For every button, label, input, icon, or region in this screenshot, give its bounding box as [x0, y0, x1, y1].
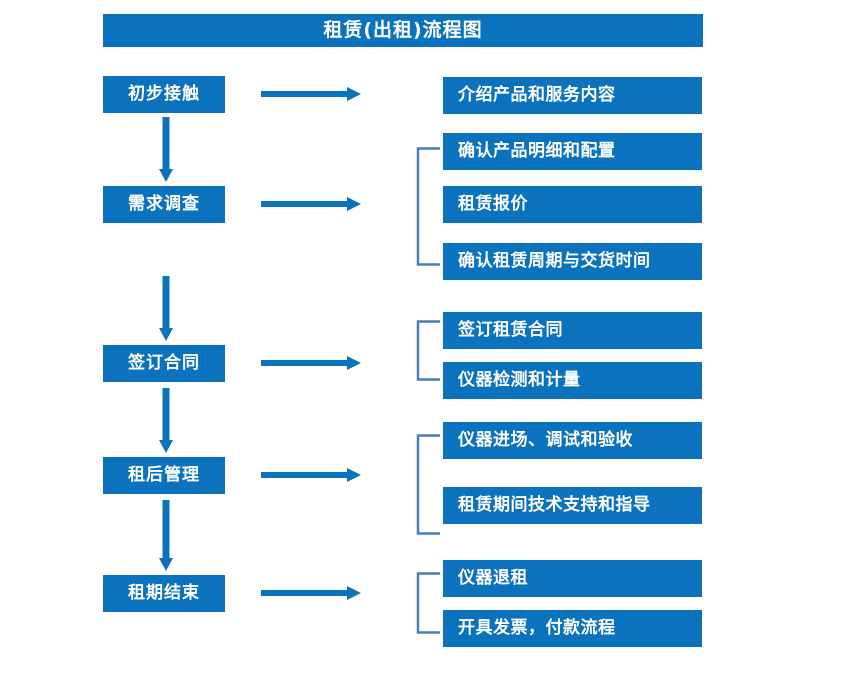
- detail-label: 租赁期间技术支持和指导: [458, 495, 651, 515]
- detail-box-5[interactable]: 签订租赁合同: [443, 312, 702, 349]
- detail-label: 签订租赁合同: [458, 320, 563, 340]
- detail-label: 仪器进场、调试和验收: [458, 430, 633, 450]
- detail-label: 确认租赁周期与交货时间: [458, 251, 651, 271]
- stage-box-3[interactable]: 签订合同: [103, 345, 225, 382]
- group-bracket-4: [416, 434, 442, 535]
- detail-label: 租赁报价: [458, 194, 528, 214]
- detail-box-10[interactable]: 开具发票，付款流程: [443, 610, 702, 647]
- stage-label: 租期结束: [128, 583, 200, 603]
- detail-box-1[interactable]: 介绍产品和服务内容: [443, 77, 702, 114]
- group-bracket-2: [416, 147, 442, 266]
- stage-label: 租后管理: [128, 465, 200, 485]
- right-arrow-icon-3: [261, 354, 362, 372]
- stage-box-2[interactable]: 需求调查: [103, 186, 225, 223]
- detail-box-2[interactable]: 确认产品明细和配置: [443, 133, 702, 170]
- stage-label: 签订合同: [128, 353, 200, 373]
- group-bracket-3: [416, 320, 442, 381]
- down-arrow-icon-1: [157, 117, 175, 183]
- detail-label: 介绍产品和服务内容: [458, 85, 616, 105]
- detail-label: 仪器检测和计量: [458, 370, 581, 390]
- detail-box-4[interactable]: 确认租赁周期与交货时间: [443, 243, 702, 280]
- right-arrow-icon-4: [261, 466, 362, 484]
- detail-box-3[interactable]: 租赁报价: [443, 186, 702, 223]
- right-arrow-icon-1: [261, 85, 362, 103]
- stage-label: 需求调查: [128, 194, 200, 214]
- down-arrow-icon-3: [157, 388, 175, 454]
- detail-box-8[interactable]: 租赁期间技术支持和指导: [443, 487, 702, 524]
- right-arrow-icon-5: [261, 584, 362, 602]
- detail-label: 开具发票，付款流程: [458, 618, 616, 638]
- detail-box-9[interactable]: 仪器退租: [443, 560, 702, 597]
- stage-box-4[interactable]: 租后管理: [103, 457, 225, 494]
- group-bracket-5: [416, 572, 442, 634]
- detail-label: 仪器退租: [458, 568, 528, 588]
- down-arrow-icon-2: [157, 276, 175, 342]
- detail-label: 确认产品明细和配置: [458, 141, 616, 161]
- detail-box-7[interactable]: 仪器进场、调试和验收: [443, 422, 702, 459]
- stage-box-5[interactable]: 租期结束: [103, 575, 225, 612]
- down-arrow-icon-4: [157, 500, 175, 572]
- detail-box-6[interactable]: 仪器检测和计量: [443, 362, 702, 399]
- page-title: 租赁(出租)流程图: [103, 14, 703, 47]
- right-arrow-icon-2: [261, 195, 362, 213]
- stage-box-1[interactable]: 初步接触: [103, 76, 225, 113]
- stage-label: 初步接触: [128, 84, 200, 104]
